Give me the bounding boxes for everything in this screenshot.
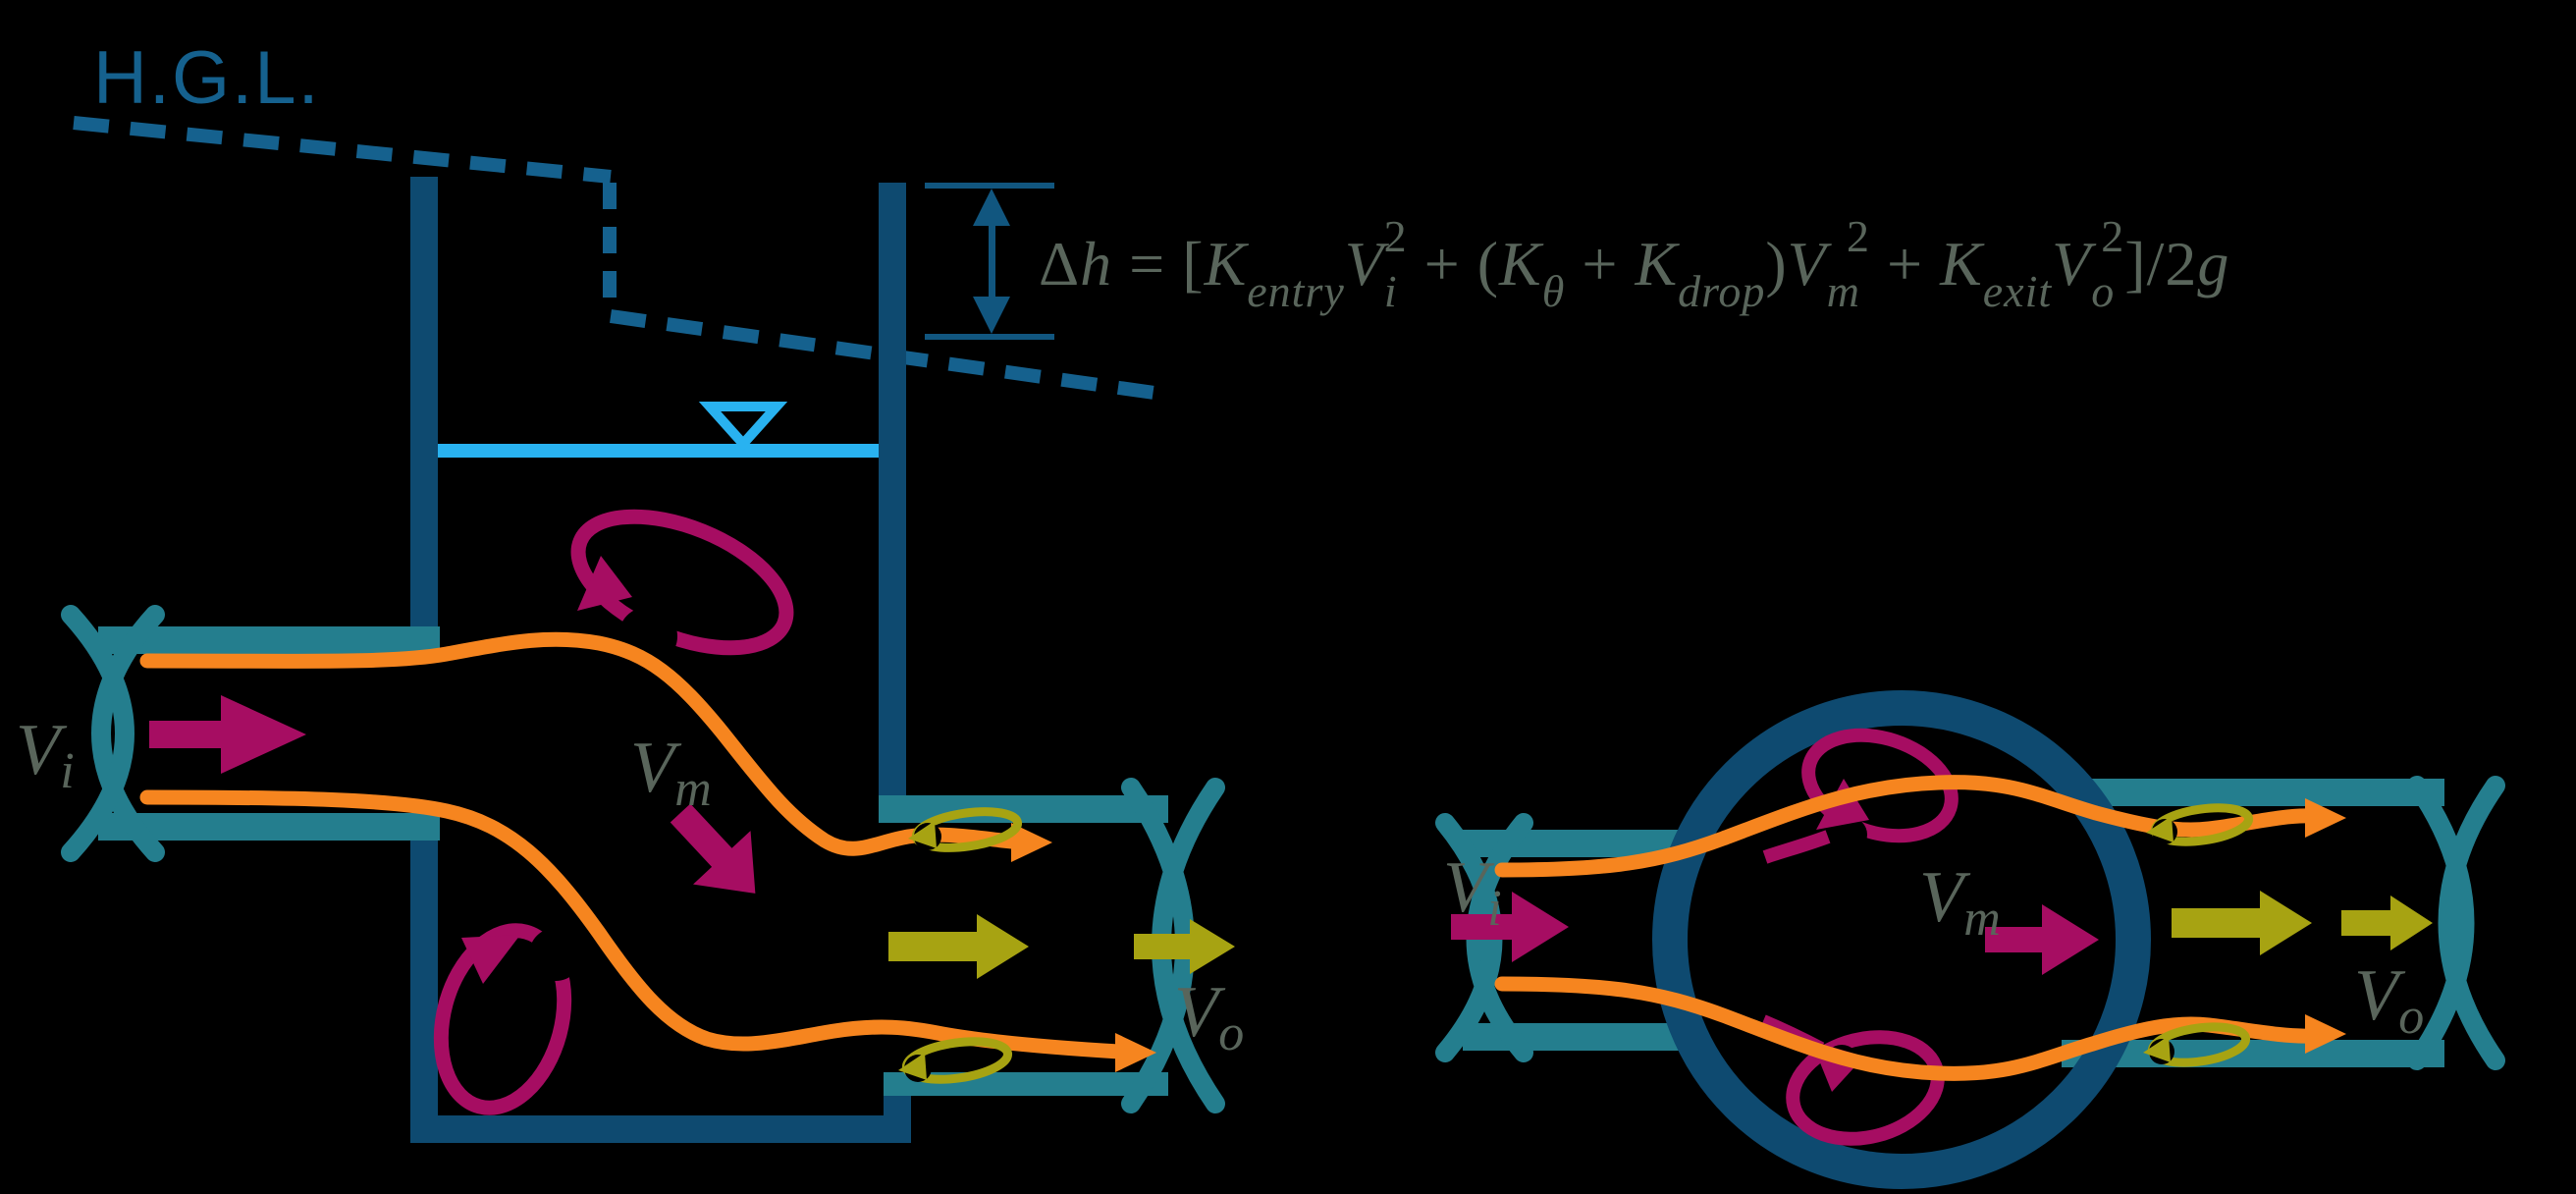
- upper-streamline: [139, 631, 1031, 856]
- outlet-velocity-arrow-2: [2341, 896, 2433, 950]
- lower-streamline: [139, 789, 1127, 1059]
- outlet-bottom-swirl: [898, 1037, 1013, 1084]
- outlet-velocity-arrow: [888, 914, 1029, 979]
- swirl-arrowhead: [2146, 816, 2174, 842]
- lower-vortex: [433, 923, 582, 1115]
- lower-streamline-arrowhead: [2305, 1014, 2346, 1054]
- water-surface-line: [438, 444, 879, 458]
- outlet-pipe-top-wall: [2062, 779, 2444, 806]
- water-surface-marker-icon: [698, 402, 788, 452]
- vortex-tail: [1762, 830, 1831, 864]
- manhole-left-wall-lower: [410, 841, 438, 1143]
- lower-streamline-arrowhead: [1115, 1033, 1156, 1072]
- manhole-floor: [410, 1115, 911, 1143]
- hgl-dashed-line-lower: [610, 309, 1169, 402]
- dimension-arrow-shaft: [989, 206, 995, 316]
- upper-streamline-arrowhead: [1011, 823, 1052, 862]
- inlet-pipe-break-symbol: [61, 605, 134, 862]
- swirl-arrowhead: [908, 821, 937, 848]
- inlet-pipe-top-wall: [98, 626, 440, 654]
- upper-streamline-arrowhead: [2305, 798, 2346, 838]
- outlet-top-swirl: [908, 807, 1023, 852]
- outlet-bottom-swirl: [2143, 1022, 2251, 1067]
- manhole-ring: [1652, 690, 2151, 1189]
- mid-velocity-arrow: [670, 803, 756, 894]
- delta-h-dimension: [925, 183, 1054, 340]
- outlet-pipe-top-wall: [879, 795, 1168, 823]
- swirl-arrowhead: [898, 1053, 927, 1080]
- upper-streamline: [1494, 775, 2317, 878]
- inlet-pipe-break-symbol: [91, 605, 165, 862]
- outlet-velocity-arrow-2: [1134, 919, 1235, 974]
- inlet-pipe-bottom-wall: [98, 813, 440, 841]
- inlet-velocity-arrow: [1451, 892, 1569, 962]
- left-diagram-elevation: Vi Vm Vo: [16, 177, 1244, 1143]
- dimension-tick-top: [925, 183, 1054, 189]
- dimension-arrowhead-up: [973, 189, 1010, 226]
- manhole-right-wall: [879, 183, 906, 795]
- label-inlet-velocity: Vi: [16, 710, 75, 799]
- inlet-velocity-arrow: [149, 695, 306, 774]
- mid-velocity-arrow: [1985, 904, 2099, 975]
- outlet-top-swirl: [2146, 803, 2254, 846]
- label-outlet-velocity: Vo: [2354, 955, 2424, 1045]
- hgl-label: H.G.L.: [93, 36, 321, 120]
- manhole-left-wall-upper: [410, 177, 438, 626]
- plan-top-vortex: [1762, 728, 1959, 864]
- label-mid-velocity: Vm: [630, 728, 712, 817]
- label-outlet-velocity: Vo: [1174, 972, 1244, 1061]
- outlet-velocity-arrow: [2172, 891, 2312, 955]
- vortex-arrowhead: [461, 935, 520, 984]
- vortex-gap: [529, 928, 582, 981]
- dimension-arrowhead-down: [973, 297, 1010, 334]
- dimension-tick-bottom: [925, 334, 1054, 340]
- vortex-arrowhead: [577, 556, 632, 611]
- outlet-pipe-break-symbol: [2407, 776, 2475, 1070]
- label-mid-velocity: Vm: [1919, 857, 2001, 947]
- label-inlet-velocity: Vi: [1443, 847, 1502, 937]
- outlet-pipe-break-symbol: [2438, 776, 2505, 1070]
- headloss-equation: Δh = [KentryVi2 + (Kθ + Kdrop)Vm2 + Kexi…: [1039, 211, 2229, 316]
- hgl-dashed-line-upper: [73, 116, 612, 184]
- swirl-arrowhead: [2143, 1036, 2171, 1062]
- right-diagram-plan: Vi Vm Vo: [1435, 690, 2505, 1189]
